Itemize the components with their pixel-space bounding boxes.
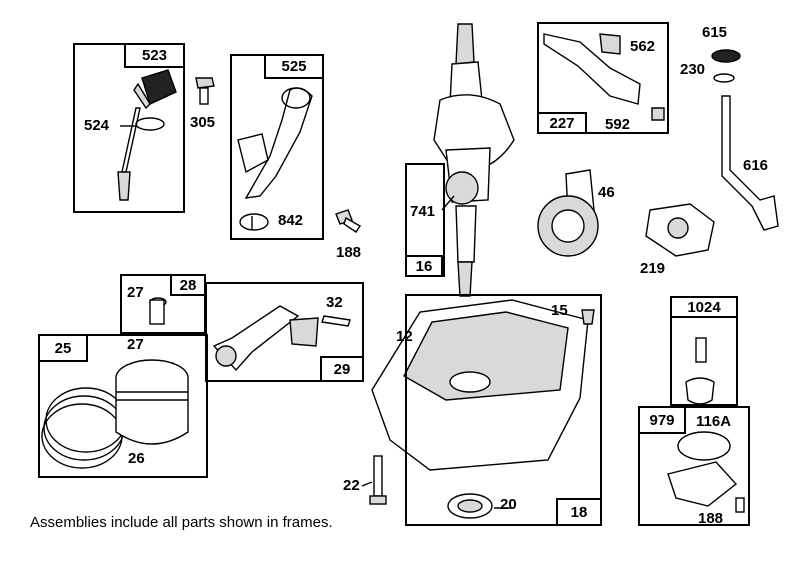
piston-pin-drawing — [149, 297, 167, 325]
governor-bracket-drawing — [543, 33, 665, 121]
tag-18: 18 — [556, 498, 602, 526]
oil-pump-gear-drawing — [685, 337, 715, 405]
label-562: 562 — [630, 38, 656, 55]
label-616: 616 — [743, 157, 769, 174]
tag-28: 28 — [170, 274, 206, 296]
label-22: 22 — [343, 477, 360, 494]
frame-piston — [38, 334, 208, 478]
label-46: 46 — [598, 184, 615, 201]
footer-note: Assemblies include all parts shown in fr… — [30, 514, 333, 531]
label-741: 741 — [410, 203, 436, 220]
label-188-top: 188 — [336, 244, 362, 261]
label-592: 592 — [605, 116, 631, 133]
label-305: 305 — [190, 114, 216, 131]
camshaft-drawing — [537, 169, 599, 257]
label-188-bottom: 188 — [698, 510, 724, 527]
label-20: 20 — [500, 496, 517, 513]
crankcase-drawing — [371, 299, 595, 471]
frame-governor-bracket — [537, 22, 669, 134]
label-842: 842 — [278, 212, 304, 229]
label-219: 219 — [640, 260, 666, 277]
bolt-305-drawing — [195, 77, 215, 105]
dipstick-drawing — [117, 69, 177, 201]
tag-29: 29 — [320, 356, 364, 382]
label-524: 524 — [84, 117, 110, 134]
label-230: 230 — [680, 61, 706, 78]
label-15: 15 — [551, 302, 568, 319]
tag-16: 16 — [405, 255, 443, 277]
dipstick-tube-drawing — [237, 87, 313, 231]
label-116a: 116A — [696, 413, 732, 430]
bolt-188-drawing — [335, 209, 361, 233]
label-27-pin: 27 — [127, 284, 144, 301]
frame-dipstick-tube — [230, 54, 324, 240]
piston-drawing — [115, 359, 189, 445]
oil-pump-cover-drawing — [667, 431, 745, 513]
label-27-piston: 27 — [127, 336, 144, 353]
bolt-22-drawing — [369, 455, 387, 505]
frame-crankcase — [405, 294, 602, 526]
label-615: 615 — [702, 24, 728, 41]
tag-525: 525 — [264, 54, 324, 79]
frame-oil-pump-cover — [638, 406, 750, 526]
label-32: 32 — [326, 294, 343, 311]
frame-connecting-rod — [205, 282, 364, 382]
tag-523: 523 — [124, 43, 185, 68]
governor-assembly-drawing — [645, 203, 715, 257]
tag-1024: 1024 — [670, 296, 738, 318]
label-12: 12 — [396, 328, 413, 345]
label-26: 26 — [128, 450, 145, 467]
oil-seal-drawing — [447, 493, 493, 519]
connecting-rod-drawing — [212, 305, 351, 372]
governor-shaft-drawing — [711, 49, 779, 231]
tag-25: 25 — [38, 334, 88, 362]
tag-979: 979 — [638, 406, 686, 434]
tag-227: 227 — [537, 112, 587, 134]
crankshaft-drawing — [433, 23, 515, 297]
